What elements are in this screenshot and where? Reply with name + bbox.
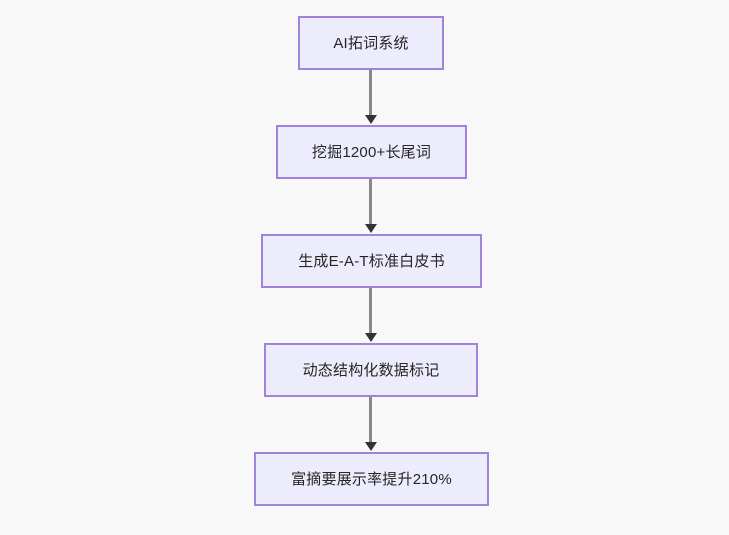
down-arrow-icon <box>365 333 377 342</box>
flow-node-label: 富摘要展示率提升210% <box>291 470 452 488</box>
flow-node-dynamic-structured-data-markup[interactable]: 动态结构化数据标记 <box>264 343 478 397</box>
flow-node-label: AI拓词系统 <box>333 34 409 52</box>
flow-edge-n3-n4 <box>369 288 372 335</box>
flow-node-label: 生成E-A-T标准白皮书 <box>298 252 445 270</box>
flow-node-label: 挖掘1200+长尾词 <box>311 143 432 161</box>
down-arrow-icon <box>365 224 377 233</box>
flow-edge-n4-n5 <box>369 397 372 444</box>
down-arrow-icon <box>365 442 377 451</box>
flow-node-ai-keyword-system[interactable]: AI拓词系统 <box>298 16 444 70</box>
flow-node-generate-eat-whitepaper[interactable]: 生成E-A-T标准白皮书 <box>261 234 482 288</box>
flow-node-rich-snippet-impression-lift[interactable]: 富摘要展示率提升210% <box>254 452 489 506</box>
flow-node-mine-longtail-keywords[interactable]: 挖掘1200+长尾词 <box>276 125 467 179</box>
down-arrow-icon <box>365 115 377 124</box>
flow-node-label: 动态结构化数据标记 <box>302 361 440 379</box>
flow-edge-n1-n2 <box>369 70 372 117</box>
flow-edge-n2-n3 <box>369 179 372 226</box>
